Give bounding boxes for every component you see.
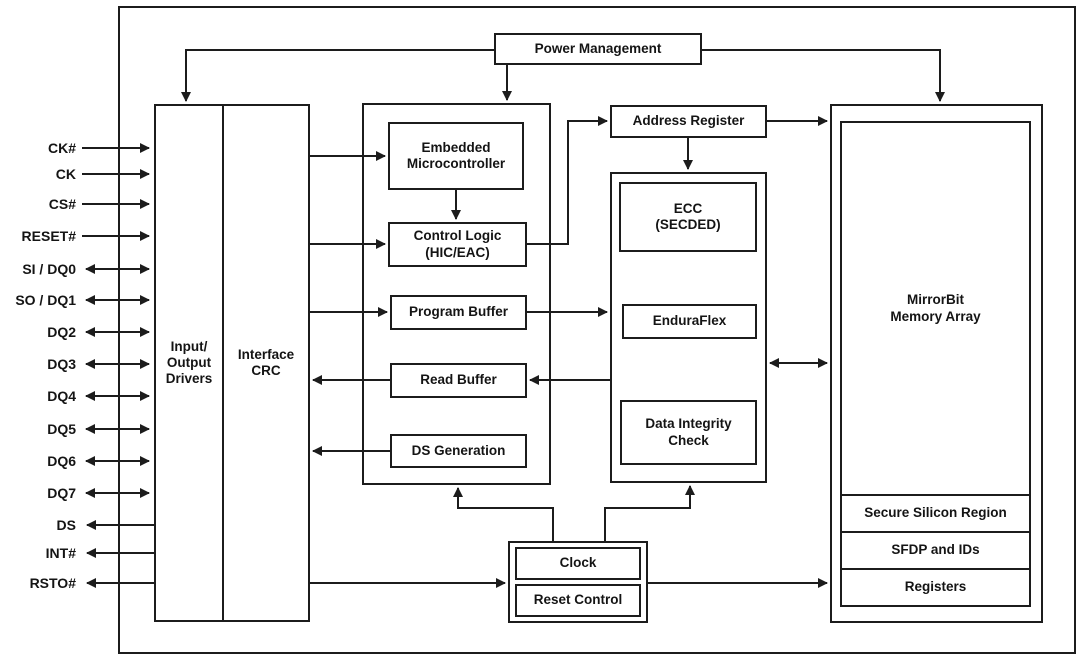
block-reset-control: Reset Control: [515, 584, 641, 617]
block-address-register: Address Register: [610, 105, 767, 138]
block-data-integrity-check: Data Integrity Check: [620, 400, 757, 465]
pin-label-int-n: INT#: [45, 545, 76, 561]
pin-label-ck-n: CK#: [47, 140, 76, 156]
block-interface-crc: Interface CRC: [222, 104, 310, 622]
block-sfdp-and-ids: SFDP and IDs: [842, 531, 1029, 568]
pin-label-so-dq1: SO / DQ1: [15, 292, 76, 308]
block-control-logic: Control Logic (HIC/EAC): [388, 222, 527, 267]
pin-label-dq6: DQ6: [47, 453, 76, 469]
block-secure-silicon-region: Secure Silicon Region: [842, 494, 1029, 531]
pin-label-rsto-n: RSTO#: [29, 575, 76, 591]
block-ds-generation: DS Generation: [390, 434, 527, 468]
pin-label-dq2: DQ2: [47, 324, 76, 340]
pin-label-si-dq0: SI / DQ0: [22, 261, 76, 277]
pin-label-cs-n: CS#: [48, 196, 76, 212]
pin-label-dq3: DQ3: [47, 356, 76, 372]
block-io-drivers: Input/ Output Drivers: [154, 104, 224, 622]
block-enduraflex: EnduraFlex: [622, 304, 757, 339]
block-mirrorbit-memory-array: MirrorBit Memory Array: [890, 291, 981, 324]
block-registers: Registers: [842, 568, 1029, 605]
pin-label-reset-n: RESET#: [21, 228, 76, 244]
block-power-management: Power Management: [494, 33, 702, 65]
pin-label-ds: DS: [56, 517, 76, 533]
memory-stack: MirrorBit Memory Array Secure Silicon Re…: [840, 121, 1031, 607]
block-ecc-secded: ECC (SECDED): [619, 182, 757, 252]
block-program-buffer: Program Buffer: [390, 295, 527, 330]
pin-label-dq5: DQ5: [47, 421, 76, 437]
chip-boundary-frame: [118, 6, 1076, 654]
block-read-buffer: Read Buffer: [390, 363, 527, 398]
pin-label-dq7: DQ7: [47, 485, 76, 501]
block-clock: Clock: [515, 547, 641, 580]
ecc-group-container: [610, 172, 767, 483]
controller-group-container: [362, 103, 551, 485]
pin-label-ck: CK: [55, 166, 76, 182]
pin-label-dq4: DQ4: [47, 388, 76, 404]
block-embedded-microcontroller: Embedded Microcontroller: [388, 122, 524, 190]
